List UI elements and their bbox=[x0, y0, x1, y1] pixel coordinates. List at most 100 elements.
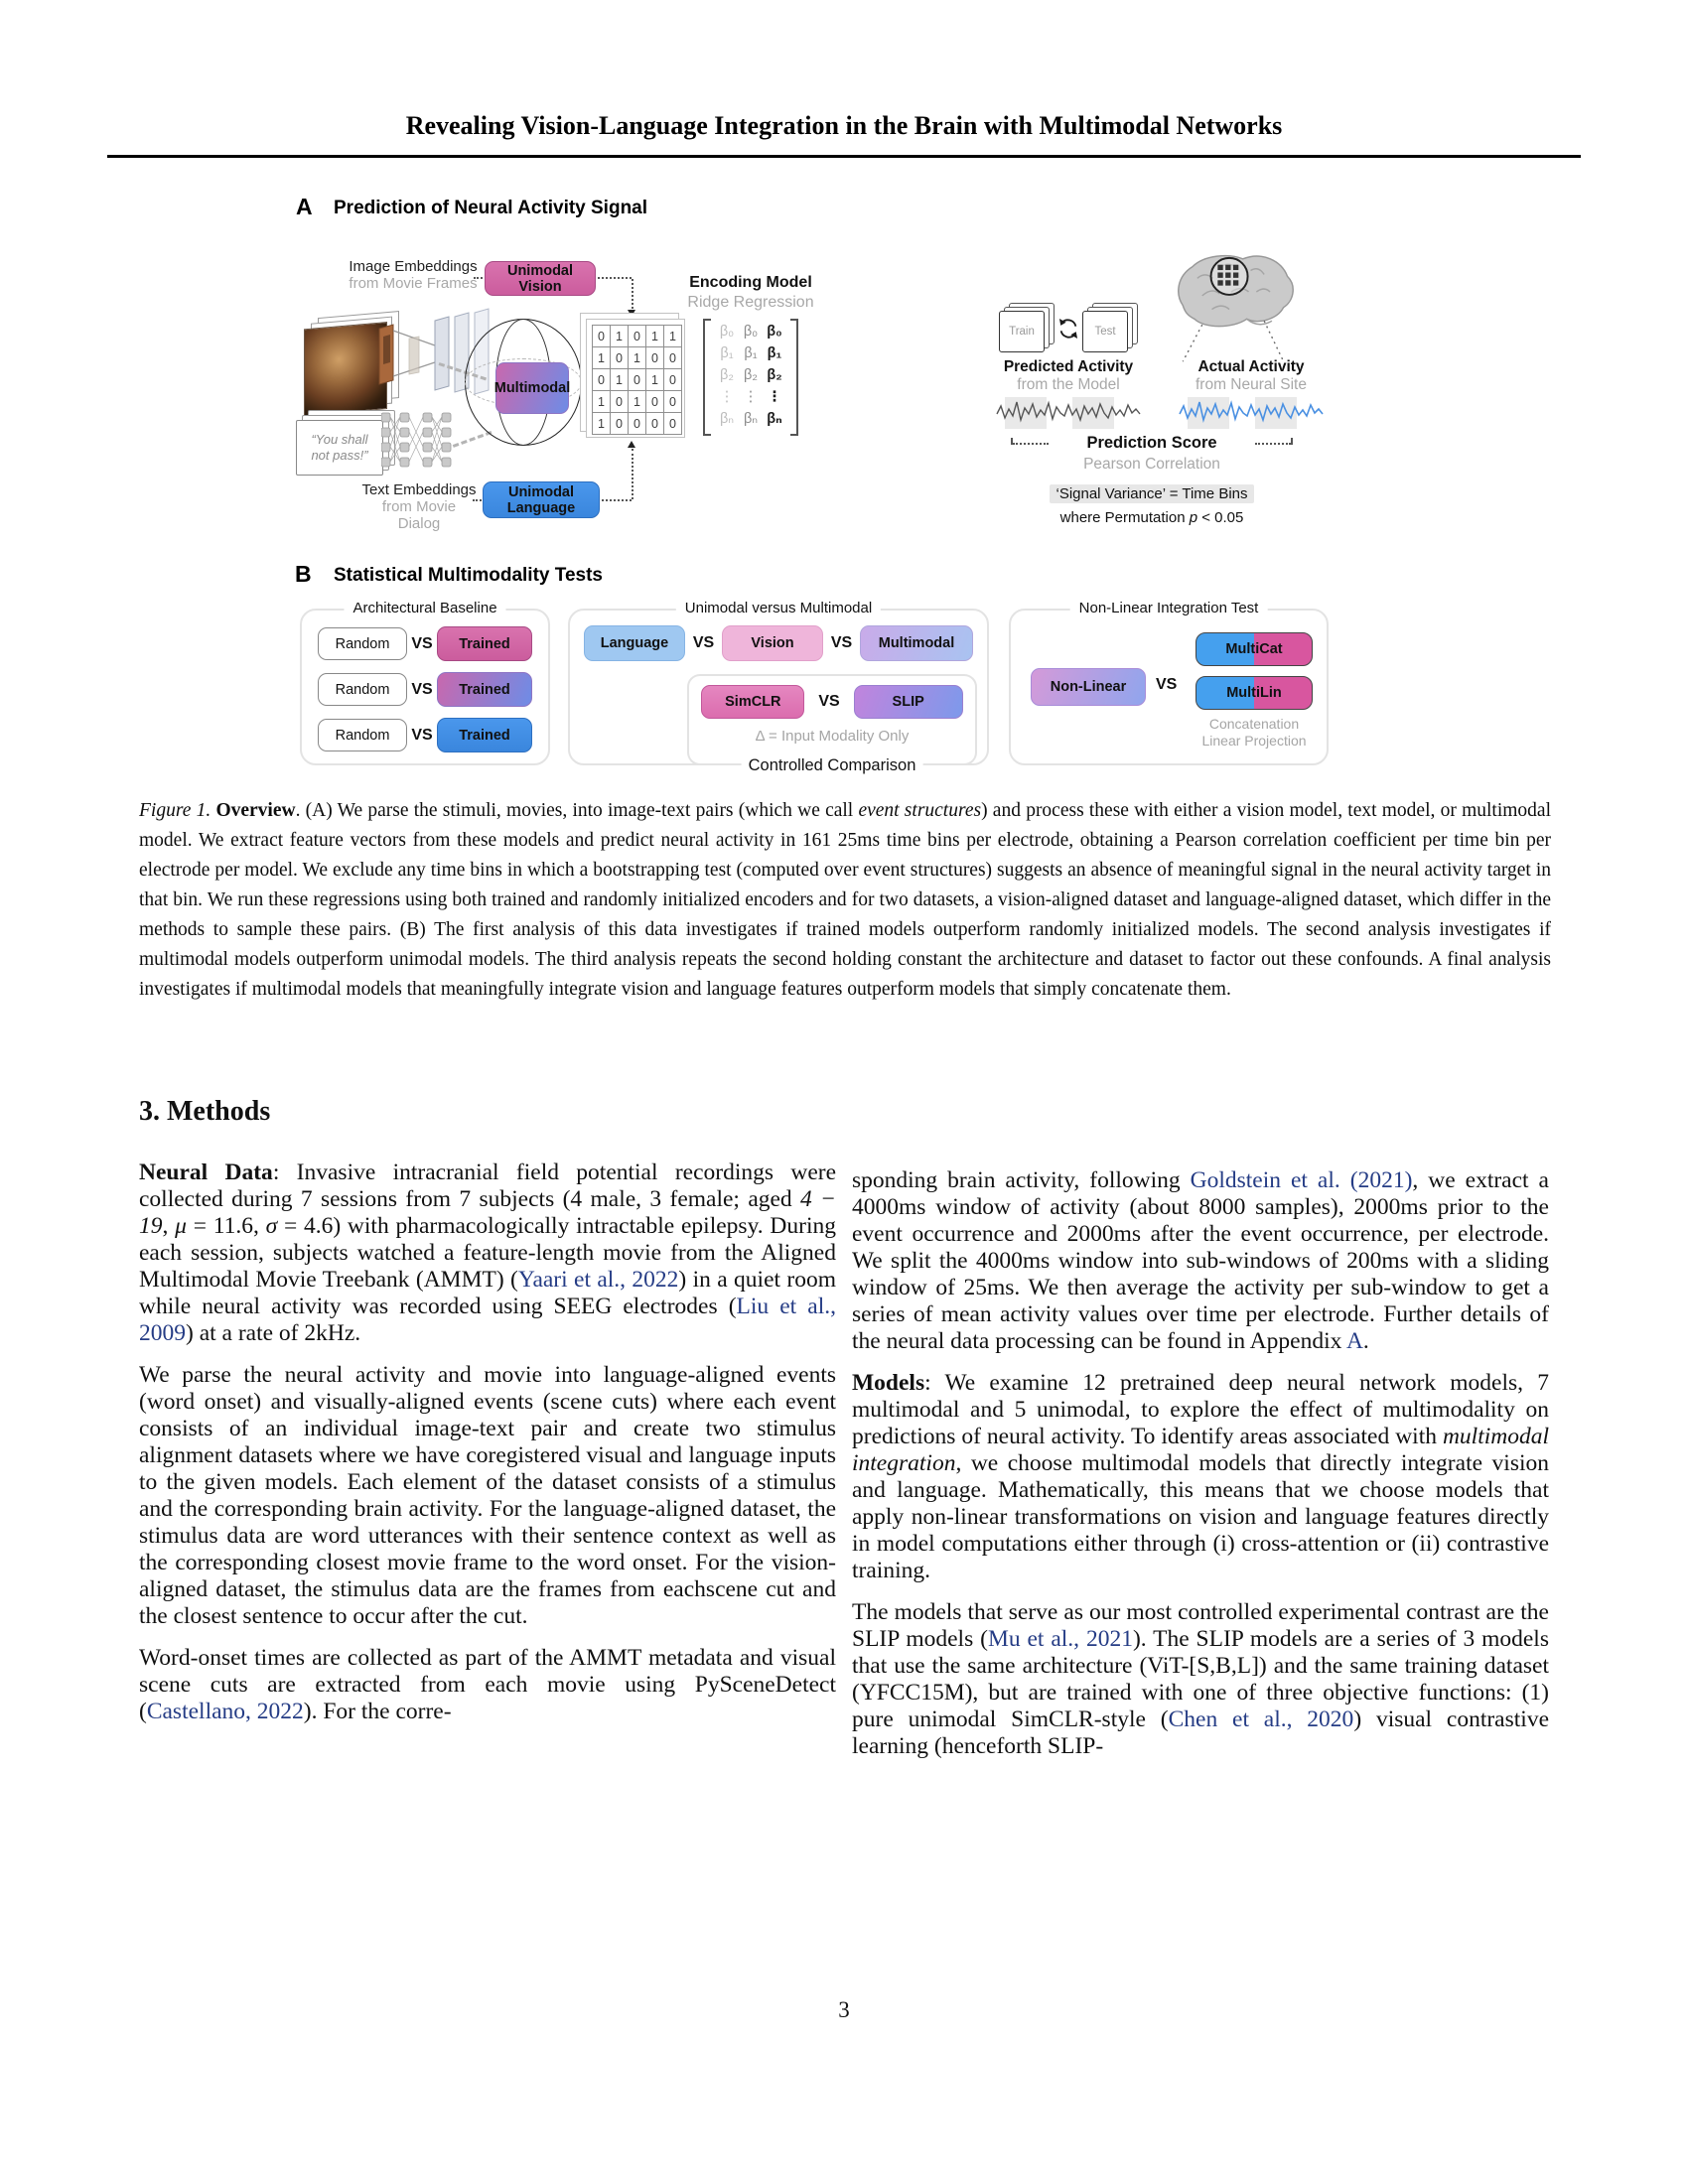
connector-dotted bbox=[598, 277, 632, 279]
citation-link[interactable]: Castellano, 2022 bbox=[146, 1699, 304, 1724]
panel-b-title: Statistical Multimodality Tests bbox=[334, 565, 603, 586]
unimodal-vs-multimodal-title: Unimodal versus Multimodal bbox=[675, 600, 882, 616]
citation-link[interactable]: Goldstein et al. (2021) bbox=[1190, 1167, 1413, 1193]
text-segment: p bbox=[1189, 509, 1198, 526]
paragraph: Neural Data: Invasive intracranial field… bbox=[139, 1160, 836, 1347]
right-column: sponding brain activity, following Golds… bbox=[852, 1167, 1549, 1775]
unimodal-language-pill: Unimodal Language bbox=[483, 481, 600, 518]
vs-label: VS bbox=[818, 693, 840, 710]
signal-variance-note: ‘Signal Variance’ = Time Bins where Perm… bbox=[1039, 483, 1265, 528]
text-segment: . (A) We parse the stimuli, movies, into… bbox=[295, 800, 859, 821]
running-title: Revealing Vision-Language Integration in… bbox=[405, 111, 1283, 140]
image-embeddings-label: Image Embeddings from Movie Frames bbox=[349, 258, 478, 292]
neural-network-illustration bbox=[381, 412, 452, 468]
test-card: Test bbox=[1082, 303, 1138, 352]
paragraph: Models: We examine 12 pretrained deep ne… bbox=[852, 1370, 1549, 1584]
text-segment: 4 − 19 bbox=[139, 1186, 837, 1239]
vs-label: VS bbox=[1156, 676, 1178, 693]
text-segment: , bbox=[162, 1213, 176, 1239]
trained-language-pill: Trained bbox=[437, 718, 532, 752]
text-segment: : We examine 12 pretrained deep neural n… bbox=[852, 1370, 1549, 1449]
text-segment: We parse the neural activity and movie i… bbox=[139, 1362, 836, 1629]
header-rule bbox=[107, 155, 1581, 158]
architectural-baseline-title: Architectural Baseline bbox=[344, 600, 506, 616]
text-segment: ) visual contrastive learning (hencefort… bbox=[852, 1706, 1550, 1759]
text-segment: sponding brain activity, following bbox=[852, 1167, 1191, 1193]
connector-dotted bbox=[1255, 443, 1291, 445]
card-front: “You shall not pass!” bbox=[296, 420, 383, 476]
controlled-comparison-box: SimCLR VS SLIP Δ = Input Modality Only C… bbox=[687, 674, 977, 775]
citation-link[interactable]: Mu et al., 2021 bbox=[987, 1626, 1133, 1652]
unimodal-vs-multimodal-box: Unimodal versus Multimodal Language VS V… bbox=[568, 600, 989, 775]
multicat-pill: MultiCat bbox=[1196, 632, 1313, 666]
delta-note: Δ = Input Modality Only bbox=[755, 728, 910, 745]
text-segment: = 4.6) with pharmacologically intractabl… bbox=[139, 1213, 836, 1293]
multimodal-pill-b: Multimodal bbox=[860, 625, 973, 661]
vs-label: VS bbox=[411, 634, 433, 652]
multilin-pill: MultiLin bbox=[1196, 676, 1313, 710]
text-segment: μ bbox=[175, 1213, 187, 1239]
signal-variance-highlight: ‘Signal Variance’ = Time Bins bbox=[1050, 484, 1254, 503]
paragraph: We parse the neural activity and movie i… bbox=[139, 1362, 836, 1630]
architectural-baseline-box: Architectural Baseline Random VS Trained… bbox=[300, 600, 550, 765]
paragraph: sponding brain activity, following Golds… bbox=[852, 1167, 1549, 1355]
refresh-icon bbox=[1058, 319, 1078, 339]
bracket-tick bbox=[1011, 438, 1013, 445]
vs-label: VS bbox=[411, 726, 433, 744]
comparison-row: Random VS Trained bbox=[318, 626, 532, 661]
actual-activity-label: Actual Activity from Neural Site bbox=[1196, 358, 1307, 393]
simclr-pill: SimCLR bbox=[701, 685, 805, 719]
text-segment: ). The SLIP models are a series of 3 mod… bbox=[852, 1626, 1549, 1732]
connector-dotted bbox=[1013, 443, 1049, 445]
permutation-line: where Permutation p < 0.05 bbox=[1039, 507, 1265, 528]
citation-link[interactable]: A bbox=[1345, 1328, 1363, 1354]
text-segment: ) at a rate of 2kHz. bbox=[186, 1320, 361, 1346]
figure-1: A Prediction of Neural Activity Signal I… bbox=[278, 174, 1350, 794]
text-segment: Models bbox=[852, 1370, 925, 1396]
train-card: Train bbox=[999, 303, 1055, 352]
panel-b-label: B bbox=[295, 561, 312, 587]
text-segment: ). For the corre- bbox=[303, 1699, 452, 1724]
connector-dotted bbox=[474, 277, 483, 279]
text-segment: . bbox=[1362, 1328, 1369, 1354]
text-segment: : Invasive intracranial field potential … bbox=[139, 1160, 837, 1212]
vs-label: VS bbox=[692, 634, 715, 651]
random-pill: Random bbox=[318, 673, 407, 706]
text-segment: Word-onset times are collected as part o… bbox=[139, 1645, 836, 1724]
controlled-comparison-label: Controlled Comparison bbox=[741, 756, 923, 775]
text-segment: where Permutation bbox=[1059, 509, 1190, 526]
paragraph: Word-onset times are collected as part o… bbox=[139, 1645, 836, 1725]
random-pill: Random bbox=[318, 627, 407, 660]
section-heading: 3. Methods bbox=[139, 1096, 271, 1127]
citation-link[interactable]: Yaari et al., 2022 bbox=[517, 1267, 679, 1293]
text-segment: = 11.6, bbox=[186, 1213, 266, 1239]
bracket-left bbox=[703, 319, 711, 436]
vs-label: VS bbox=[411, 680, 433, 698]
panel-a-title: Prediction of Neural Activity Signal bbox=[334, 198, 648, 218]
multimodal-pill: Multimodal bbox=[494, 362, 570, 414]
connector-dotted bbox=[473, 499, 482, 501]
left-column: 3. Methods Neural Data: Invasive intracr… bbox=[139, 1096, 836, 1740]
dialog-quote-card: “You shall not pass!” bbox=[296, 410, 399, 479]
prediction-score-label: Prediction Score bbox=[1086, 434, 1217, 452]
citation-link[interactable]: Liu et al., 2009 bbox=[139, 1294, 836, 1346]
test-card-front: Test bbox=[1082, 311, 1128, 352]
connector-dotted bbox=[632, 449, 633, 499]
waveform-predicted bbox=[996, 397, 1141, 429]
bracket-tick bbox=[1291, 438, 1293, 445]
vision-pill: Vision bbox=[722, 625, 823, 661]
text-embeddings-label: Text Embeddings from Movie Dialog bbox=[361, 481, 477, 532]
encoding-model-label: Encoding Model Ridge Regression bbox=[687, 274, 814, 311]
train-card-front: Train bbox=[999, 311, 1045, 352]
text-segment: Overview bbox=[215, 800, 296, 821]
connector-dotted bbox=[602, 499, 632, 501]
brain-icon bbox=[1178, 254, 1294, 362]
citation-link[interactable]: Chen et al., 2020 bbox=[1168, 1706, 1354, 1732]
text-segment: σ bbox=[265, 1213, 278, 1239]
bracket-right bbox=[790, 319, 798, 436]
waveform-actual bbox=[1179, 397, 1324, 429]
panel-a-label: A bbox=[296, 194, 313, 219]
vs-label: VS bbox=[830, 634, 853, 651]
